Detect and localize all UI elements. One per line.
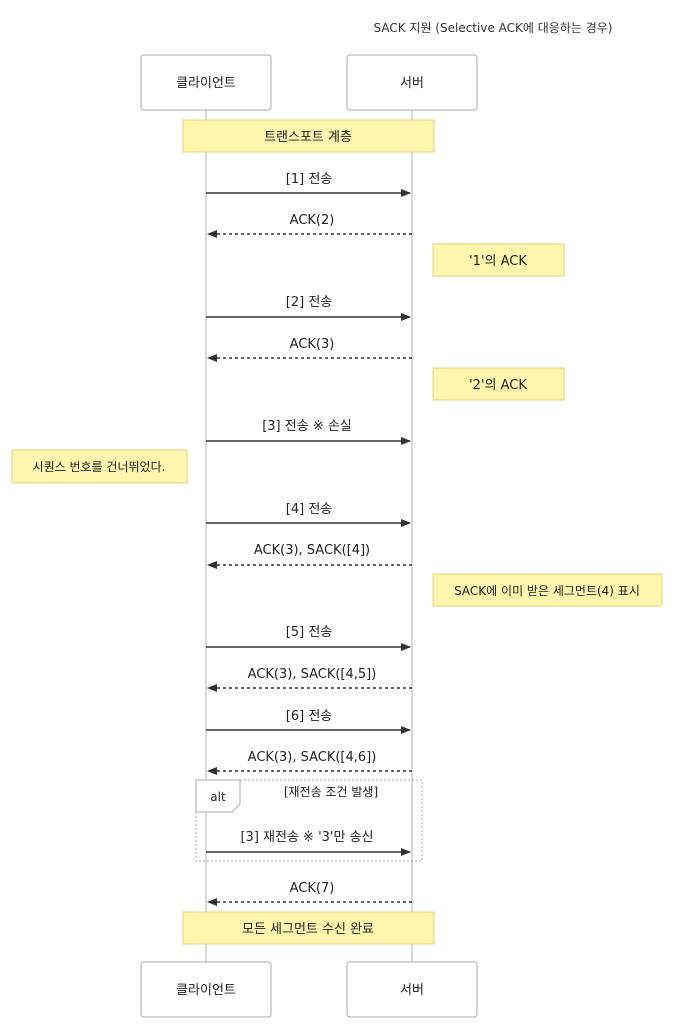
message-send6-label: [6] 전송	[286, 709, 333, 724]
server-participant-bottom-label: 서버	[400, 983, 424, 998]
note-transport-text: 트랜스포트 계층	[264, 130, 352, 145]
message-ack-sack4-label: ACK(3), SACK([4])	[254, 543, 370, 558]
note-skip-text: 시퀀스 번호를 건너뛰었다.	[33, 460, 166, 474]
message-ack-sack45-label: ACK(3), SACK([4,5])	[248, 667, 377, 682]
message-ack-sack46-label: ACK(3), SACK([4,6])	[248, 750, 377, 765]
note-ack1-text: '1'의 ACK	[469, 254, 527, 269]
client-participant-bottom-label: 클라이언트	[176, 983, 236, 998]
client-participant-label: 클라이언트	[176, 76, 236, 91]
message-send1-label: [1] 전송	[286, 172, 333, 187]
message-send5-label: [5] 전송	[286, 625, 333, 640]
note-ack1: '1'의 ACK	[432, 243, 565, 277]
server-participant-bottom: 서버	[346, 961, 478, 1018]
note-sack-mark-text: SACK에 이미 받은 세그먼트(4) 표시	[454, 584, 640, 598]
server-participant-top: 서버	[346, 54, 478, 111]
message-send3-label: [3] 전송 ※ 손실	[262, 419, 352, 434]
note-ack2-text: '2'의 ACK	[469, 378, 527, 393]
note-skip: 시퀀스 번호를 건너뛰었다.	[11, 449, 188, 484]
note-complete-text: 모든 세그먼트 수신 완료	[242, 922, 374, 937]
client-participant-bottom: 클라이언트	[140, 961, 272, 1018]
message-resend3-label: [3] 재전송 ※ '3'만 송신	[240, 830, 373, 845]
message-ack7-label: ACK(7)	[290, 881, 335, 896]
client-participant-top: 클라이언트	[140, 54, 272, 111]
note-transport: 트랜스포트 계층	[182, 119, 435, 153]
message-send4-label: [4] 전송	[286, 502, 333, 517]
message-send2-label: [2] 전송	[286, 295, 333, 310]
server-participant-label: 서버	[400, 76, 424, 91]
note-sack-mark: SACK에 이미 받은 세그먼트(4) 표시	[432, 573, 663, 607]
diagram-title: SACK 지원 (Selective ACK에 대응하는 경우)	[374, 21, 613, 35]
note-complete: 모든 세그먼트 수신 완료	[182, 911, 435, 945]
message-ack2-label: ACK(2)	[290, 213, 335, 228]
alt-frame-label: alt	[210, 790, 226, 804]
message-ack3-label: ACK(3)	[290, 337, 335, 352]
note-ack2: '2'의 ACK	[432, 367, 565, 401]
alt-frame: alt [재전송 조건 발생]	[195, 779, 423, 862]
alt-frame-condition: [재전송 조건 발생]	[284, 785, 378, 799]
